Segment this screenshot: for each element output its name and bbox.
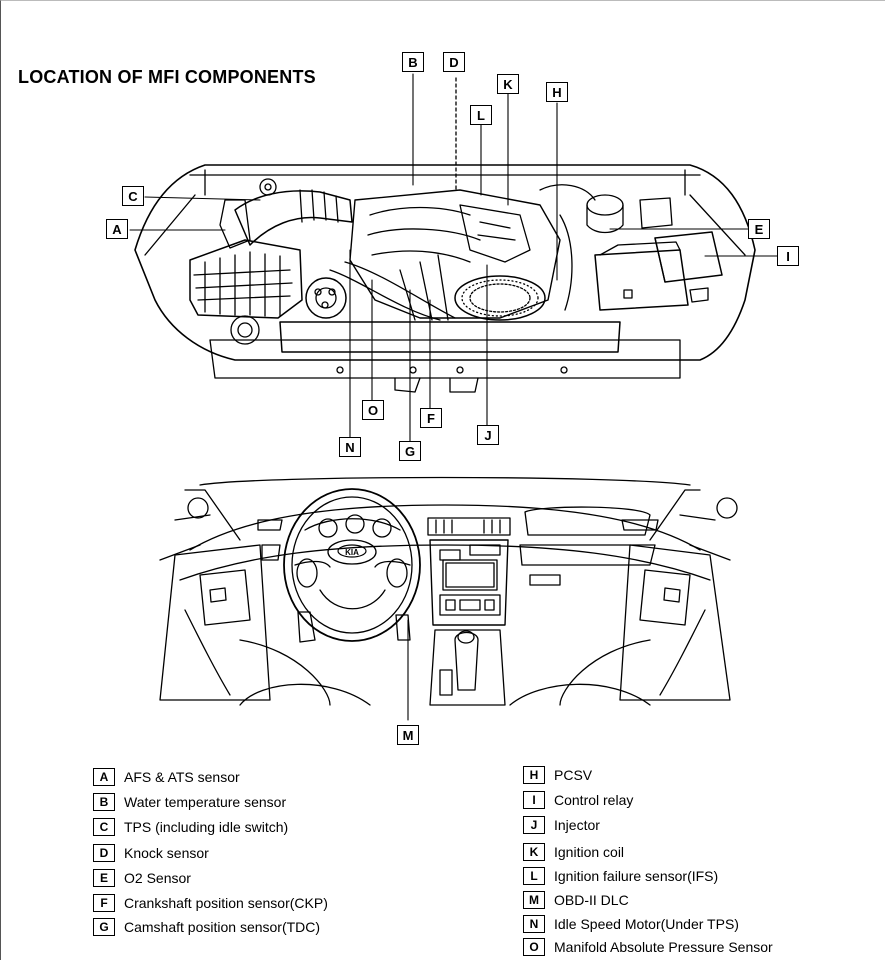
diagram-title: LOCATION OF MFI COMPONENTS [18,67,316,87]
legend-item: F Crankshaft position sensor(CKP) [93,894,328,912]
legend-item: D Knock sensor [93,844,209,862]
legend-code: N [523,915,545,933]
legend-label: Water temperature sensor [124,794,287,810]
legend-code: E [93,869,115,887]
legend-label: Camshaft position sensor(TDC) [124,919,321,935]
callout-b: B [402,52,424,72]
legend-code: D [93,844,115,862]
callout-d: D [443,52,465,72]
legend-item: E O2 Sensor [93,869,191,887]
legend-code: F [93,894,115,912]
dashboard-drawing [159,476,738,721]
callout-f: F [420,408,442,428]
kia-logo-text: KIA [345,548,359,557]
callout-l: L [470,105,492,125]
legend-item: G Camshaft position sensor(TDC) [93,918,320,936]
kia-logo-oval [337,544,367,558]
callout-c: C [122,186,144,206]
legend-code: J [523,816,545,834]
legend-code: B [93,793,115,811]
legend-item: H PCSV [523,766,592,784]
callout-i: I [777,246,799,266]
legend-label: Injector [554,817,600,833]
callout-e: E [748,219,770,239]
legend-code: I [523,791,545,809]
legend-item: K Ignition coil [523,843,624,861]
callout-j: J [477,425,499,445]
callout-o: O [362,400,384,420]
legend-code: C [93,818,115,836]
engine-bay-drawing [134,77,756,393]
legend-label: Crankshaft position sensor(CKP) [124,895,328,911]
legend-code: H [523,766,545,784]
legend-label: Knock sensor [124,845,209,861]
legend-item: L Ignition failure sensor(IFS) [523,867,718,885]
legend-code: L [523,867,545,885]
legend-label: O2 Sensor [124,870,191,886]
callout-h: H [546,82,568,102]
legend-item: N Idle Speed Motor(Under TPS) [523,915,739,933]
legend-label: OBD-II DLC [554,892,629,908]
legend-label: Idle Speed Motor(Under TPS) [554,916,739,932]
legend-label: PCSV [554,767,593,783]
legend-item: C TPS (including idle switch) [93,818,288,836]
legend-label: Ignition coil [554,844,625,860]
callout-n: N [339,437,361,457]
legend-label: TPS (including idle switch) [124,819,289,835]
legend-item: I Control relay [523,791,633,809]
legend-label: AFS & ATS sensor [124,769,240,785]
legend-item: J Injector [523,816,600,834]
legend-code: K [523,843,545,861]
legend-item: A AFS & ATS sensor [93,768,240,786]
legend-item: M OBD-II DLC [523,891,629,909]
legend-item: O Manifold Absolute Pressure Sensor [523,938,773,956]
callout-k: K [497,74,519,94]
legend-item: B Water temperature sensor [93,793,286,811]
legend-code: M [523,891,545,909]
legend-label: Manifold Absolute Pressure Sensor [554,939,773,955]
legend-label: Control relay [554,792,634,808]
engine-leader-lines [129,73,778,442]
callout-m: M [397,725,419,745]
callout-g: G [399,441,421,461]
legend-code: G [93,918,115,936]
legend-code: A [93,768,115,786]
callout-a: A [106,219,128,239]
legend-code: O [523,938,545,956]
legend-label: Ignition failure sensor(IFS) [554,868,719,884]
